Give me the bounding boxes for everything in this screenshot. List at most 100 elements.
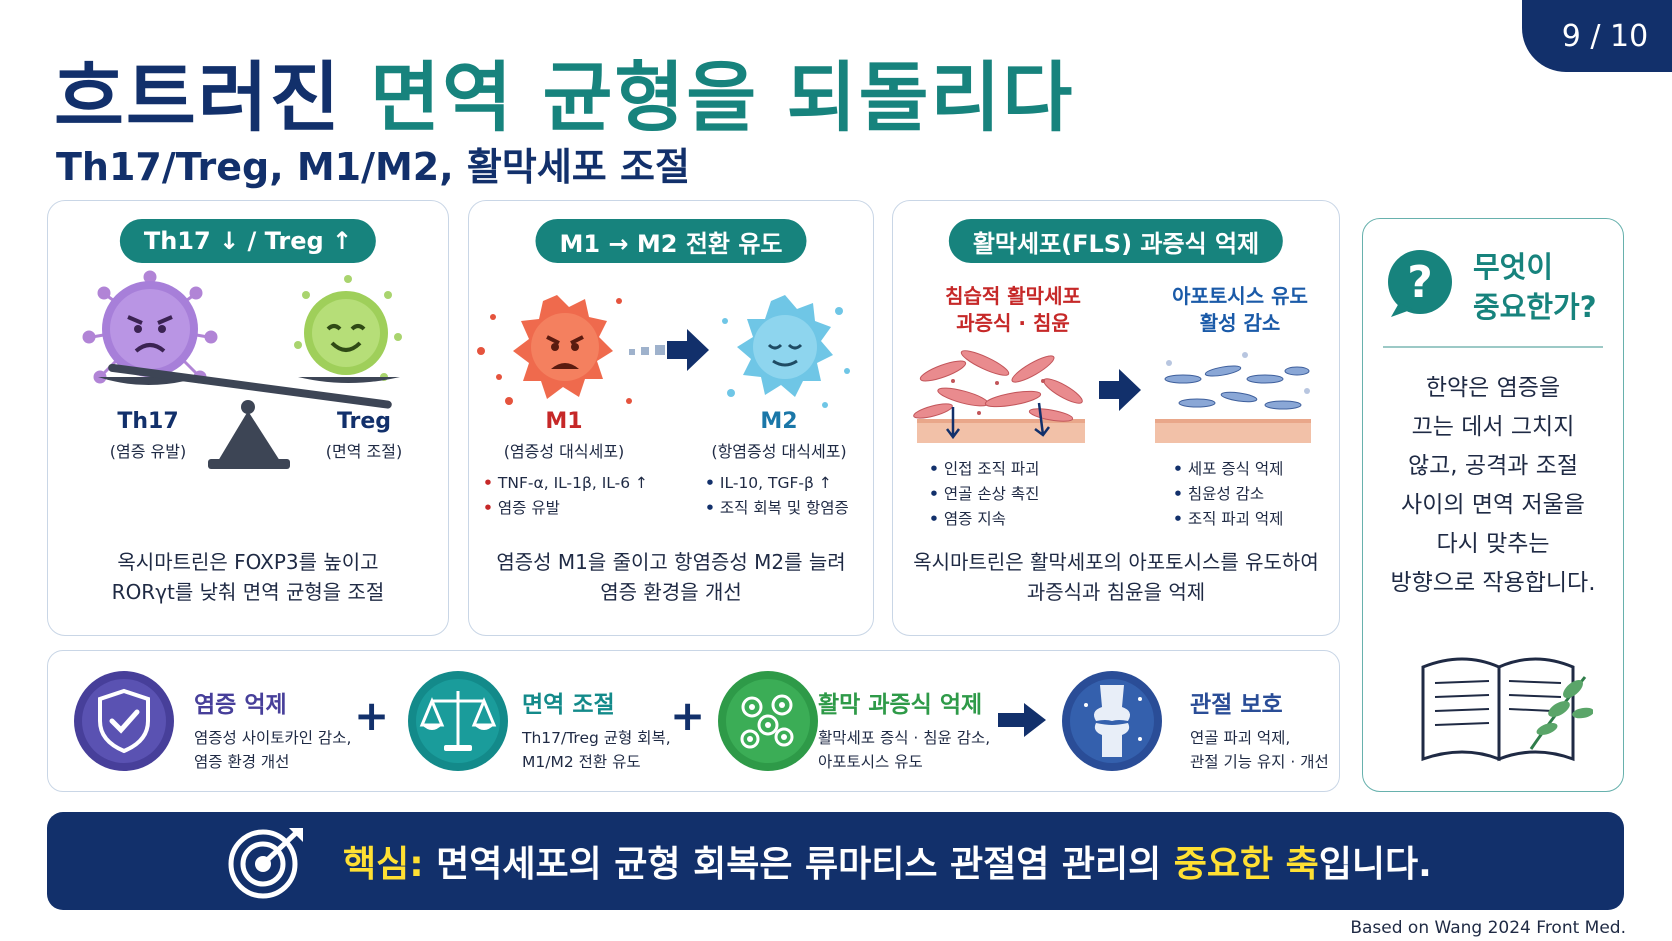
caption-line: RORγt를 낮춰 면역 균형을 조절 [111, 580, 385, 604]
text-line: 끄는 데서 그치지 [1411, 414, 1575, 440]
plus-icon: + [354, 691, 390, 740]
caption-line: 과증식과 침윤을 억제 [1026, 580, 1206, 604]
m1-sub: (염증성 대식세포) [503, 442, 625, 461]
arrow-right-icon [998, 703, 1046, 737]
caption-line: 옥시마트린은 활막세포의 아포토시스를 유도하여 [913, 550, 1319, 574]
m2-label-block: M2 (항염증성 대식세포) [697, 409, 861, 462]
mechanism-flow-strip: 염증 억제 염증성 사이토카인 감소, 염증 환경 개선 + 면역 조절 Th1… [47, 650, 1340, 792]
open-book-leaf-icon [1421, 657, 1593, 762]
flow-title: 관절 보호 [1190, 692, 1283, 718]
bullet-text: 염증 지속 [943, 510, 1006, 528]
list-item: •침윤성 감소 [1173, 485, 1265, 503]
flow-desc: Th17/Treg 균형 회복, M1/M2 전환 유도 [522, 726, 671, 774]
target-arrow-icon [228, 828, 303, 899]
treg-cell-icon [294, 275, 402, 381]
desc-line: 아포토시스 유도 [818, 753, 923, 771]
bullet-text: 인접 조직 파괴 [943, 460, 1040, 478]
flow-desc: 활막세포 증식 · 침윤 감소, 아포토시스 유도 [818, 726, 990, 774]
side-panel-text: 한약은 염증을 끄는 데서 그치지 않고, 공격과 조절 사이의 면역 저울을 … [1363, 369, 1623, 603]
treg-label-block: Treg (면역 조절) [300, 409, 428, 462]
card-m1-m2: M1 → M2 전환 유도 M1 (염증성 대식세포) M2 (항염증성 대식세… [468, 200, 874, 636]
bullet-text: 염증 유발 [497, 499, 560, 517]
desc-line: M1/M2 전환 유도 [522, 753, 641, 771]
flow-desc: 연골 파괴 억제, 관절 기능 유지 · 개선 [1190, 726, 1329, 774]
m2-label: M2 [760, 409, 798, 434]
heading-line: 침습적 활막세포 [945, 284, 1081, 308]
title-part-1: 흐트러진 [54, 53, 342, 142]
arrow-right-icon [1099, 369, 1141, 411]
card-fls: 활막세포(FLS) 과증식 억제 침습적 활막세포 과증식 · 침윤 아포토시스… [892, 200, 1340, 636]
side-panel-importance: ? 무엇이 중요한가? 한약은 염증을 끄는 데서 그치지 않고, 공격과 조절… [1362, 218, 1624, 792]
bullet-text: 조직 회복 및 항염증 [719, 499, 849, 517]
m1-label-block: M1 (염증성 대식세포) [489, 409, 639, 462]
desc-line: 관절 기능 유지 · 개선 [1190, 753, 1329, 771]
plus-icon: + [670, 691, 706, 740]
heading-line: 중요한가? [1473, 290, 1597, 324]
text-line: 한약은 염증을 [1425, 375, 1561, 401]
desc-line: 활막세포 증식 · 침윤 감소, [818, 729, 991, 747]
synovial-cells-illustration [913, 350, 1311, 443]
fls-left-bullets: •인접 조직 파괴 •연골 손상 촉진 •염증 지속 [929, 457, 1039, 532]
bullet-text: 침윤성 감소 [1187, 485, 1265, 503]
key-text-b: 입니다. [1318, 844, 1432, 885]
key-highlight: 중요한 축 [1173, 844, 1319, 885]
bullet-text: IL-10, TGF-β ↑ [719, 474, 832, 492]
th17-label: Th17 [117, 409, 179, 434]
desc-line: 염증 환경 개선 [194, 753, 290, 771]
bullet-text: 연골 손상 촉진 [943, 485, 1040, 503]
m2-sub: (항염증성 대식세포) [711, 442, 847, 461]
desc-line: 연골 파괴 억제, [1190, 729, 1291, 747]
m2-bullets: •IL-10, TGF-β ↑ •조직 회복 및 항염증 [705, 471, 849, 521]
bullet-text: TNF-α, IL-1β, IL-6 ↑ [497, 474, 649, 492]
question-bubble-icon: ? [1388, 250, 1452, 317]
text-line: 방향으로 작용합니다. [1390, 570, 1596, 596]
desc-line: 염증성 사이토카인 감소, [194, 729, 352, 747]
list-item: •염증 유발 [483, 499, 560, 517]
treg-sub: (면역 조절) [325, 442, 403, 461]
text-line: 다시 맞추는 [1436, 531, 1550, 557]
cells-icon [718, 671, 818, 771]
heading-line: 과증식 · 침윤 [956, 311, 1070, 335]
page-subtitle: Th17/Treg, M1/M2, 활막세포 조절 [56, 145, 690, 189]
joint-icon [1062, 671, 1162, 771]
scale-beam [98, 363, 400, 469]
key-label: 핵심: [343, 844, 424, 885]
heading-line: 무엇이 [1473, 250, 1554, 284]
divider [1383, 346, 1603, 348]
card-th17-treg: Th17 ↓ / Treg ↑ [47, 200, 449, 636]
list-item: •TNF-α, IL-1β, IL-6 ↑ [483, 474, 649, 492]
text-line: 사이의 면역 저울을 [1401, 492, 1585, 518]
heading-line: 활성 감소 [1199, 311, 1281, 335]
list-item: •조직 회복 및 항염증 [705, 499, 849, 517]
caption-line: 염증성 M1을 줄이고 항염증성 M2를 늘려 [496, 550, 846, 574]
desc-line: Th17/Treg 균형 회복, [522, 729, 671, 747]
scale-icon [408, 671, 508, 771]
flow-desc: 염증성 사이토카인 감소, 염증 환경 개선 [194, 726, 351, 774]
treg-label: Treg [336, 409, 392, 434]
card-fls-caption: 옥시마트린은 활막세포의 아포토시스를 유도하여 과증식과 침윤을 억제 [893, 547, 1339, 607]
page-number: 9 / 10 [1522, 0, 1672, 72]
flow-title: 염증 억제 [194, 692, 287, 718]
flow-item-inflammation: 염증 억제 염증성 사이토카인 감소, 염증 환경 개선 [72, 669, 362, 775]
fls-right-bullets: •세포 증식 억제 •침윤성 감소 •조직 파괴 억제 [1173, 457, 1283, 532]
list-item: •세포 증식 억제 [1173, 460, 1284, 478]
text-line: 않고, 공격과 조절 [1407, 453, 1579, 479]
m1-bullets: •TNF-α, IL-1β, IL-6 ↑ •염증 유발 [483, 471, 648, 521]
key-text-a: 면역세포의 균형 회복은 류마티스 관절염 관리의 [423, 844, 1174, 885]
flow-title: 활막 과증식 억제 [818, 692, 983, 718]
macrophage-illustration [477, 295, 850, 408]
m2-macrophage-icon [722, 295, 850, 408]
th17-label-block: Th17 (염증 유발) [84, 409, 212, 462]
flow-title: 면역 조절 [522, 692, 615, 718]
list-item: •염증 지속 [929, 510, 1006, 528]
m1-label: M1 [545, 409, 583, 434]
shield-check-icon [74, 671, 174, 771]
side-panel-heading: 무엇이 중요한가? [1473, 247, 1597, 327]
fls-left-heading: 침습적 활막세포 과증식 · 침윤 [913, 283, 1113, 337]
page-title: 흐트러진 면역 균형을 되돌리다 [54, 36, 1074, 146]
balance-scale-illustration [82, 270, 402, 469]
title-part-2: 면역 균형을 되돌리다 [370, 53, 1075, 142]
bullet-text: 세포 증식 억제 [1187, 460, 1284, 478]
card-th17-treg-caption: 옥시마트린은 FOXP3를 높이고 RORγt를 낮춰 면역 균형을 조절 [48, 547, 448, 607]
list-item: •인접 조직 파괴 [929, 460, 1040, 478]
